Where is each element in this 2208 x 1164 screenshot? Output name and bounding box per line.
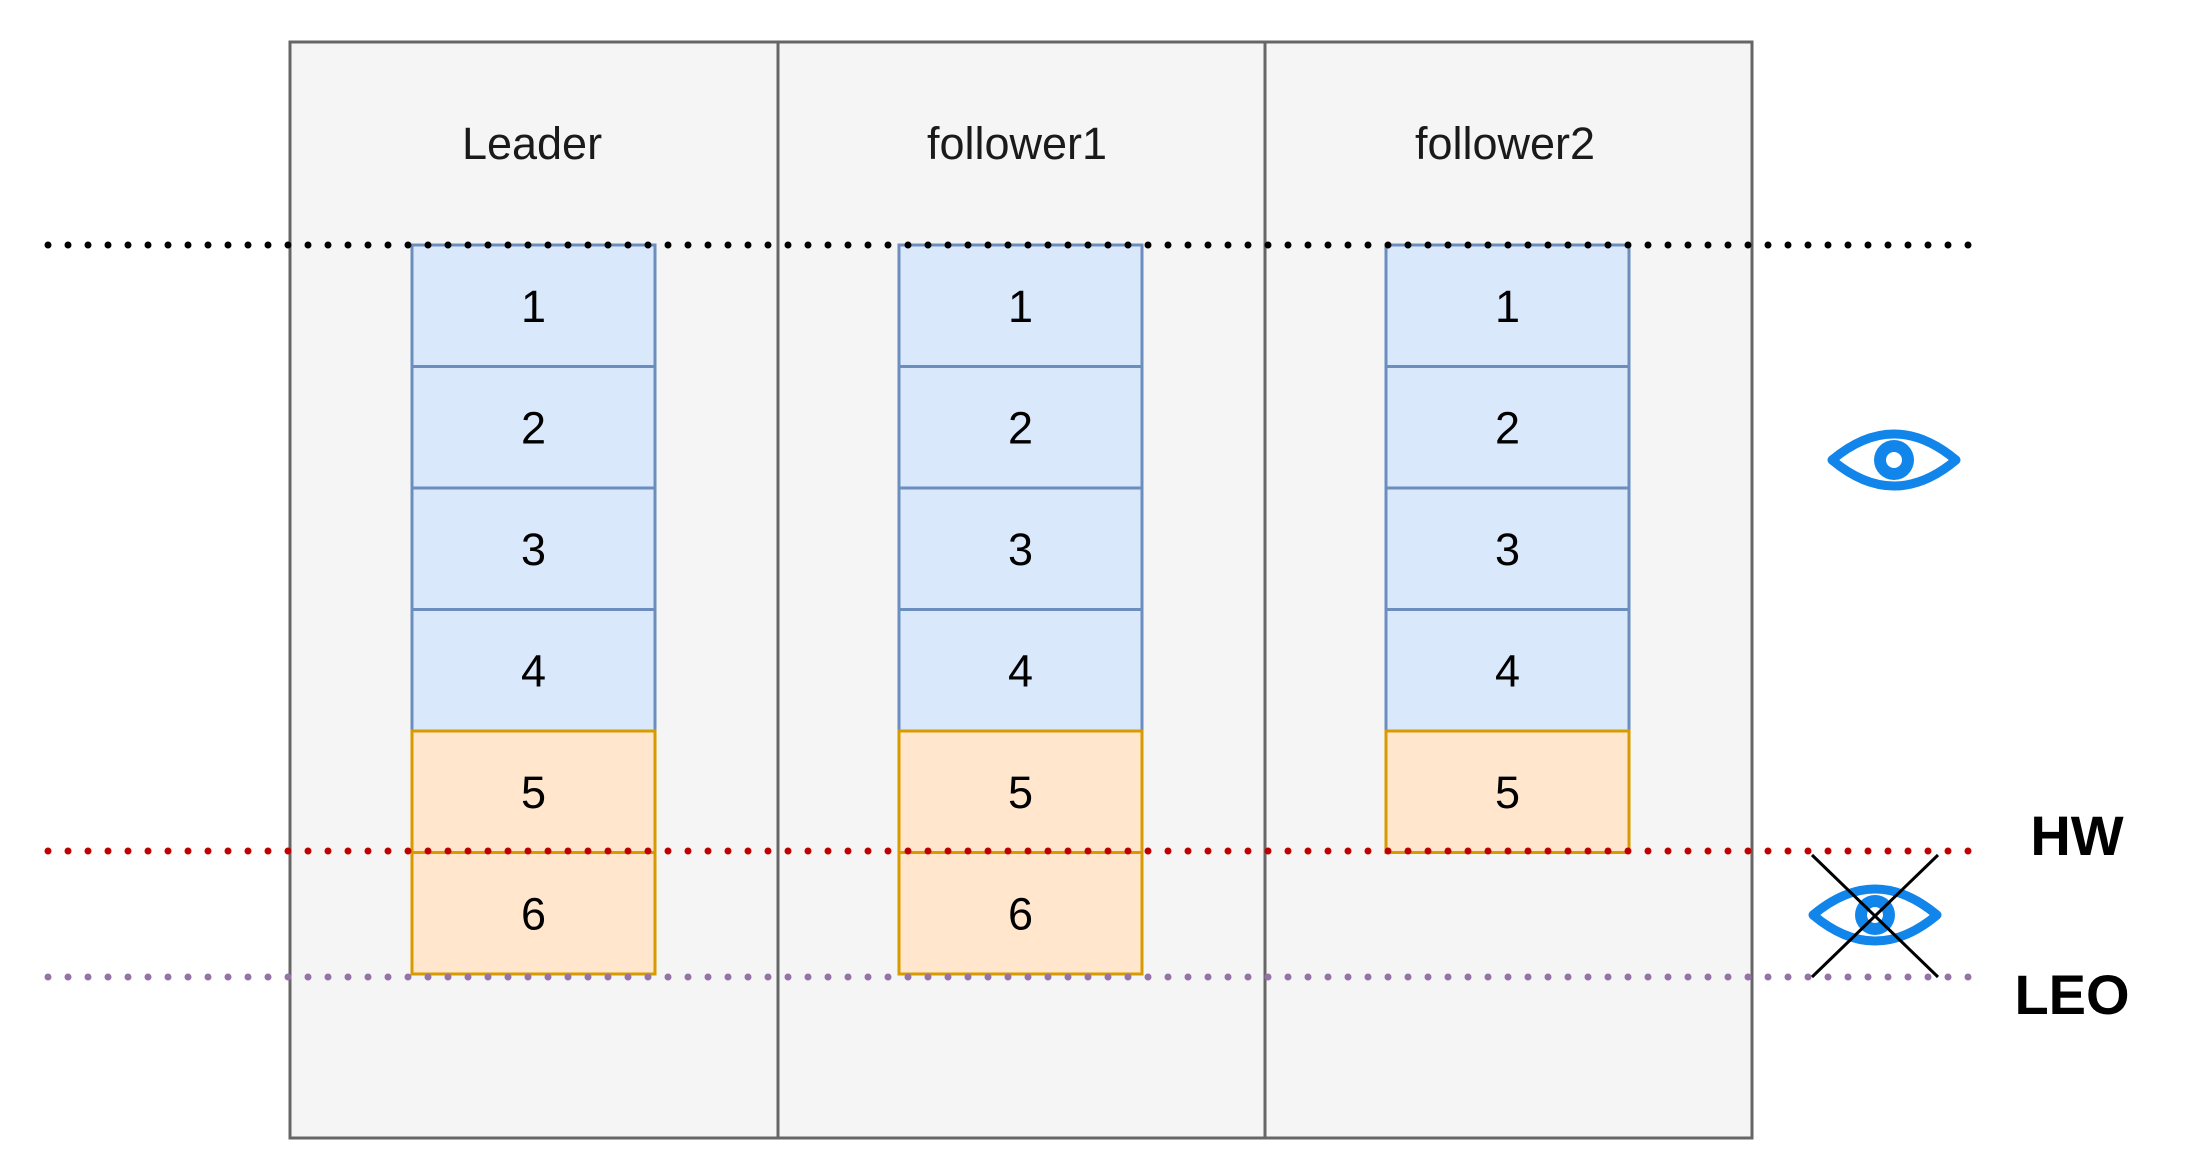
log-cell-label-follower1-3: 3 xyxy=(1008,524,1033,575)
log-cell-label-follower2-1: 1 xyxy=(1495,281,1520,332)
log-cell-leader-4 xyxy=(410,608,657,733)
log-cell-label-leader-4: 4 xyxy=(521,645,546,696)
log-cell-label-leader-2: 2 xyxy=(521,402,546,453)
log-cell-follower1-5 xyxy=(897,729,1144,854)
log-cell-leader-6 xyxy=(410,851,657,976)
log-cell-label-leader-3: 3 xyxy=(521,524,546,575)
log-cell-follower2-4 xyxy=(1384,608,1631,733)
hw-label: HW xyxy=(2030,804,2123,867)
log-cell-follower1-6 xyxy=(897,851,1144,976)
leo-label: LEO xyxy=(2014,963,2129,1026)
log-cells: 1 2 3 4 5 6 1 2 3 4 5 6 1 2 3 4 5 xyxy=(410,243,1631,976)
log-cell-label-follower2-3: 3 xyxy=(1495,524,1520,575)
eye-icon xyxy=(1827,429,1961,491)
cross-stroke-2 xyxy=(1810,853,1940,979)
log-cell-label-follower1-6: 6 xyxy=(1008,888,1033,939)
log-cell-follower1-3 xyxy=(897,486,1144,611)
log-cell-follower1-4 xyxy=(897,608,1144,733)
log-cell-label-follower2-5: 5 xyxy=(1495,767,1520,818)
log-cell-label-leader-1: 1 xyxy=(521,281,546,332)
eye-crossed-icon xyxy=(1808,853,1942,979)
log-cell-label-leader-5: 5 xyxy=(521,767,546,818)
log-cell-label-follower1-5: 5 xyxy=(1008,767,1033,818)
panel-title-leader: Leader xyxy=(462,118,602,169)
panel-title-follower2: follower2 xyxy=(1415,118,1595,169)
log-cell-label-follower2-4: 4 xyxy=(1495,645,1520,696)
log-cell-label-follower1-2: 2 xyxy=(1008,402,1033,453)
log-cell-follower2-1 xyxy=(1384,243,1631,368)
log-cell-leader-5 xyxy=(410,729,657,854)
log-cell-follower2-3 xyxy=(1384,486,1631,611)
reference-lines xyxy=(44,241,1989,981)
log-cell-follower2-2 xyxy=(1384,365,1631,490)
log-cell-label-follower1-1: 1 xyxy=(1008,281,1033,332)
log-cell-follower1-2 xyxy=(897,365,1144,490)
log-cell-label-leader-6: 6 xyxy=(521,888,546,939)
panel-title-follower1: follower1 xyxy=(927,118,1107,169)
log-cell-label-follower2-2: 2 xyxy=(1495,402,1520,453)
log-cell-label-follower1-4: 4 xyxy=(1008,645,1033,696)
